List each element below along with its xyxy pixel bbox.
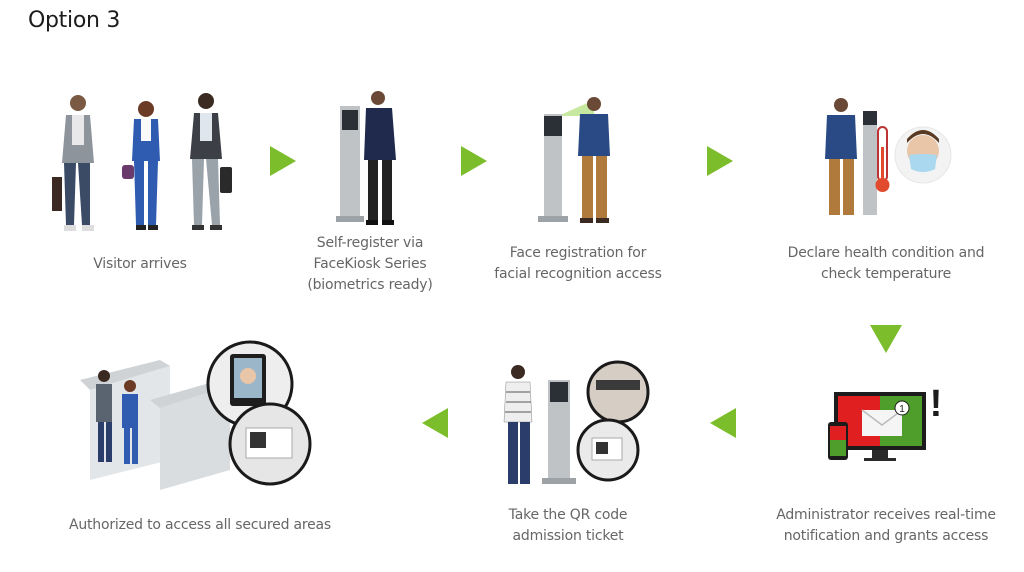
qr-ticket-closeup bbox=[576, 418, 640, 482]
step-caption-authorized-access: Authorized to access all secured areas bbox=[68, 517, 332, 533]
face-registration-illustration bbox=[530, 90, 625, 230]
visitor-woman bbox=[122, 101, 160, 230]
admin-notification-illustration: 1 ! bbox=[820, 382, 950, 467]
step-caption-self-register: Self-register via FaceKiosk Series (biom… bbox=[307, 235, 433, 293]
flow-arrow-right-3 bbox=[707, 146, 733, 176]
flow-arrow-right-2 bbox=[461, 146, 487, 176]
step-caption-visitor-arrives: Visitor arrives bbox=[93, 256, 187, 272]
temperature-check-illustration bbox=[815, 95, 955, 225]
qr-ticket-scan-closeup bbox=[228, 402, 312, 486]
step-caption-admin-notification: Administrator receives real-time notific… bbox=[776, 507, 996, 544]
step-caption-face-registration: Face registration for facial recognition… bbox=[494, 245, 662, 282]
step-caption-qr-ticket: Take the QR code admission ticket bbox=[508, 507, 628, 544]
qr-ticket-illustration bbox=[496, 358, 656, 493]
masked-face-icon bbox=[894, 126, 952, 184]
visitor-man-left bbox=[52, 95, 94, 231]
page-title: Option 3 bbox=[28, 8, 121, 33]
flow-arrow-down bbox=[870, 325, 902, 353]
flow-arrow-right-1 bbox=[270, 146, 296, 176]
thermometer-icon bbox=[875, 126, 890, 192]
kiosk-printer-closeup bbox=[586, 360, 650, 424]
turnstile-access-illustration bbox=[70, 340, 350, 495]
alert-exclamation: ! bbox=[930, 383, 943, 425]
flow-arrow-left-2 bbox=[422, 408, 448, 438]
visitors-illustration bbox=[40, 85, 240, 245]
flow-arrow-left-1 bbox=[710, 408, 736, 438]
phone-icon bbox=[828, 422, 848, 460]
envelope-icon bbox=[861, 409, 903, 436]
notification-badge: 1 bbox=[899, 404, 905, 415]
visitor-man-right bbox=[190, 93, 232, 230]
kiosk-self-register-illustration bbox=[330, 88, 410, 228]
step-caption-health-declaration: Declare health condition and check tempe… bbox=[787, 245, 985, 282]
